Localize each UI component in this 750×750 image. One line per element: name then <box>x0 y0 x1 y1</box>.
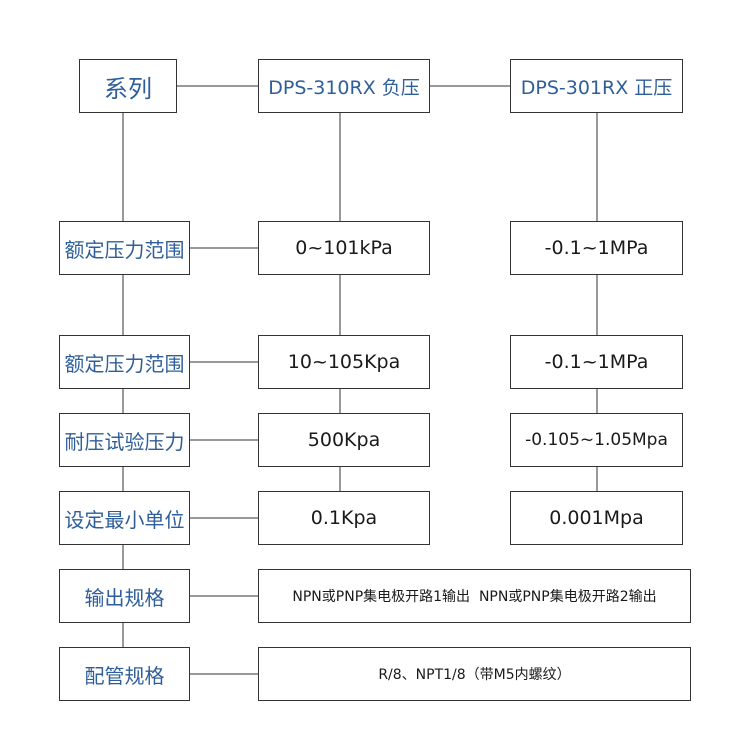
row-label-box: 额定压力范围 <box>59 335 190 389</box>
row-label: 设定最小单位 <box>64 507 185 532</box>
output-spec-value: NPN或PNP集电极开路1输出 NPN或PNP集电极开路2输出 <box>292 589 657 605</box>
row-label-box: 配管规格 <box>59 647 190 701</box>
positive-value: -0.1~1MPa <box>544 237 649 259</box>
piping-spec-value: R/8、NPT1/8（带M5内螺纹） <box>378 667 571 683</box>
positive-value-box: 0.001Mpa <box>510 491 683 545</box>
row-label-box: 耐压试验压力 <box>59 413 190 467</box>
row-label: 额定压力范围 <box>64 237 185 262</box>
series-label: 系列 <box>104 74 152 103</box>
model-negative-label: DPS-310RX 负压 <box>268 76 420 99</box>
row-label: 额定压力范围 <box>64 351 185 376</box>
positive-value: -0.1~1MPa <box>544 351 649 373</box>
piping-spec-box: R/8、NPT1/8（带M5内螺纹） <box>258 647 691 701</box>
row-label-box: 额定压力范围 <box>59 221 190 275</box>
row-label-box: 设定最小单位 <box>59 491 190 545</box>
row-label-box: 输出规格 <box>59 569 190 623</box>
negative-value: 500Kpa <box>307 429 381 451</box>
positive-value: 0.001Mpa <box>549 507 644 529</box>
negative-value: 0.1Kpa <box>310 507 378 529</box>
negative-value: 10~105Kpa <box>287 351 401 373</box>
positive-value-box: -0.1~1MPa <box>510 335 683 389</box>
negative-value-box: 0.1Kpa <box>258 491 430 545</box>
positive-value-box: -0.105~1.05Mpa <box>510 413 683 467</box>
row-label: 耐压试验压力 <box>64 429 185 454</box>
negative-value-box: 0~101kPa <box>258 221 430 275</box>
negative-value-box: 500Kpa <box>258 413 430 467</box>
output-spec-box: NPN或PNP集电极开路1输出 NPN或PNP集电极开路2输出 <box>258 569 691 623</box>
positive-value-box: -0.1~1MPa <box>510 221 683 275</box>
model-positive-box: DPS-301RX 正压 <box>510 59 683 113</box>
model-positive-label: DPS-301RX 正压 <box>520 76 673 99</box>
row-label: 配管规格 <box>84 663 165 688</box>
positive-value: -0.105~1.05Mpa <box>525 430 668 450</box>
series-label-box: 系列 <box>79 59 177 113</box>
model-negative-box: DPS-310RX 负压 <box>258 59 430 113</box>
negative-value: 0~101kPa <box>295 237 393 259</box>
row-label: 输出规格 <box>84 585 165 610</box>
negative-value-box: 10~105Kpa <box>258 335 430 389</box>
